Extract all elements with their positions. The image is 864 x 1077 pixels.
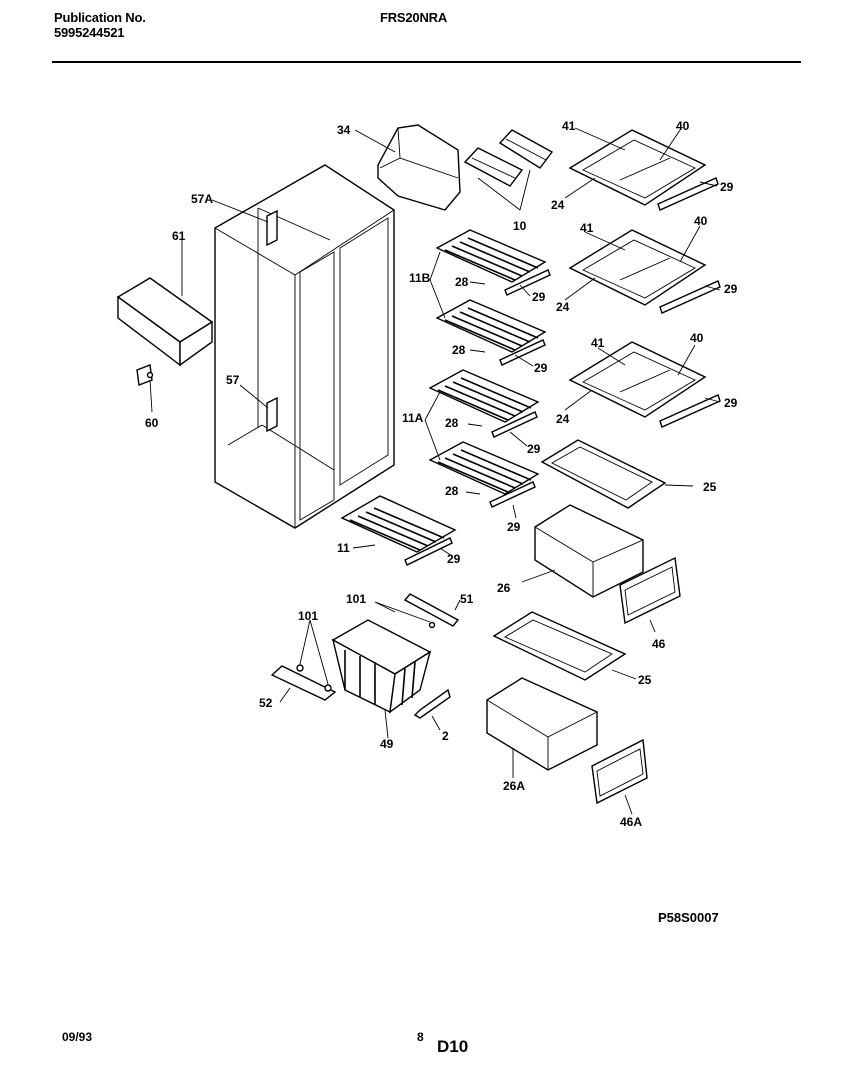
cabinet [214,164,395,529]
callout-11B: 11B [409,271,431,285]
wire-basket [331,619,432,714]
door-bin [377,124,461,211]
callout-29: 29 [724,282,738,296]
pan-front-upper [619,556,681,625]
glass-shelf-middle [568,229,721,314]
callout-24: 24 [551,198,565,212]
callout-29: 29 [724,396,738,410]
model-number: FRS20NRA [380,10,448,25]
callout-101: 101 [346,592,366,606]
callout-41: 41 [591,336,605,350]
control-housing [116,277,214,386]
callout-29: 29 [534,361,548,375]
basket-front-rail [270,665,337,701]
crisper-cover-upper [540,439,667,509]
callout-labels: 34 10 41 40 24 29 41 40 24 29 41 40 24 2… [145,119,738,829]
callout-40: 40 [694,214,708,228]
callout-41: 41 [580,221,594,235]
callout-46A: 46A [620,815,642,829]
leader-lines [149,127,721,815]
callout-60: 60 [145,416,159,430]
callout-61: 61 [172,229,186,243]
callout-25: 25 [703,480,717,494]
callout-29: 29 [720,180,734,194]
callout-28: 28 [452,343,466,357]
screw [324,684,332,692]
callout-40: 40 [676,119,690,133]
callout-10: 10 [513,219,527,233]
callout-57: 57 [226,373,240,387]
screw [428,621,436,629]
callout-11: 11 [337,541,350,555]
callout-29: 29 [447,552,461,566]
footer-page: 8 [417,1030,424,1044]
crisper-pan-lower [486,677,598,771]
callout-46: 46 [652,637,666,651]
callout-34: 34 [337,123,351,137]
callout-29: 29 [507,520,521,534]
basket-stop [413,688,451,719]
callout-40: 40 [690,331,704,345]
callout-24: 24 [556,300,570,314]
ice-trays [463,129,554,187]
crisper-cover-lower [492,611,627,681]
callout-28: 28 [445,416,459,430]
basket-rail [403,593,460,627]
callout-101: 101 [298,609,318,623]
callout-26A: 26A [503,779,525,793]
callout-49: 49 [380,737,394,751]
pan-front-lower [591,738,648,805]
callout-25: 25 [638,673,652,687]
glass-shelf-upper [568,129,719,211]
callout-26: 26 [497,581,511,595]
callout-2: 2 [442,729,449,743]
crisper-pan-upper [534,504,644,598]
glass-shelf-lower [568,341,721,428]
callout-28: 28 [455,275,469,289]
callout-41: 41 [562,119,576,133]
screw [296,664,304,672]
drawing-code: P58S0007 [658,910,719,925]
callout-57A: 57A [191,192,213,206]
footer-section: D10 [437,1037,469,1056]
callout-11A: 11A [402,411,424,425]
wire-shelves [340,229,551,566]
callout-29: 29 [532,290,546,304]
callout-51: 51 [460,592,474,606]
footer-date: 09/93 [62,1030,93,1044]
callout-28: 28 [445,484,459,498]
callout-24: 24 [556,412,570,426]
publication-label: Publication No. [54,10,146,25]
callout-29: 29 [527,442,541,456]
header-rule [52,61,801,63]
callout-52: 52 [259,696,273,710]
screw [146,371,154,379]
publication-number: 5995244521 [54,25,125,40]
